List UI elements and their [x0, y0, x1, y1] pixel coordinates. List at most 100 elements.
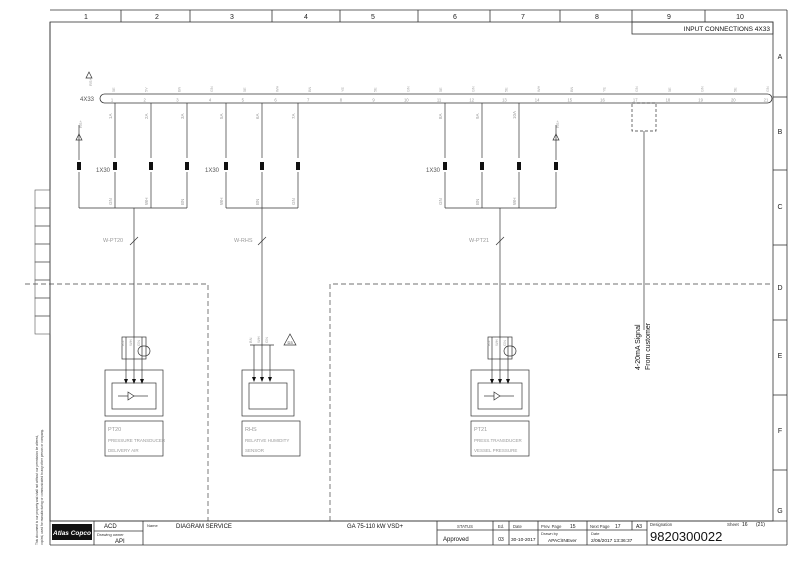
terminal-wire-ref: 5E [112, 87, 116, 92]
device-description: RELATIVE HUMIDITY [245, 438, 289, 443]
terminal-number: 16 [600, 98, 605, 103]
pin-tag: BN [255, 199, 260, 205]
sheet-number: 16 [742, 522, 748, 528]
wire-tag: 3A [180, 113, 185, 119]
paper-format: A3 [636, 524, 642, 530]
wire-tag: 1A [108, 113, 113, 119]
terminal-wire-ref: YE [603, 86, 607, 92]
wire-tag: 9A [475, 113, 480, 119]
terminal-number: 14 [535, 98, 540, 103]
column-label: 8 [595, 14, 599, 21]
edition-label: Ed. [498, 524, 504, 529]
device-pt20: BN WH GN PT20 PRESSURE TRANSDUCER DELIVE… [104, 336, 166, 457]
device-pin: BN [248, 337, 253, 343]
terminal-number: 20 [731, 98, 736, 103]
column-label: 6 [453, 14, 457, 21]
revision-tabs [34, 189, 51, 335]
terminal-number: 1 [111, 98, 114, 103]
status-value: Approved [443, 537, 469, 543]
device-description: PRESSURE TRANSDUCER [108, 438, 166, 443]
sheet-label: Sheet [727, 522, 740, 527]
left-ground-label: RS+ [78, 119, 83, 128]
column-label: 9 [667, 14, 671, 21]
row-label: D [777, 285, 782, 292]
terminal-strip-label: 4X33 [80, 97, 95, 103]
connector-1x30-pt21: 1X30 [426, 168, 441, 174]
terminal-wire-ref: GN [635, 86, 639, 92]
terminal-number: 17 [633, 98, 638, 103]
terminal-wire-ref: 5E [439, 87, 443, 92]
terminal-number: 7 [307, 98, 310, 103]
pin-tag: GN [291, 198, 296, 205]
wire-tag: 7A [291, 113, 296, 119]
wire-tags: 1A 2A 3A 5A 6A 7A 8A 9A 10A GN WH BN WH … [108, 111, 517, 205]
terminal-number: 21 [764, 98, 769, 103]
terminal-strip-4x33: 4X33 RS+ [80, 77, 773, 104]
terminal-wire-ref: 5E [504, 87, 508, 92]
terminal-wire-ref: 5E [733, 87, 737, 92]
terminal-number: 12 [469, 98, 474, 103]
title-block: Atlas Copco ACD Drawing owner API Name D… [50, 520, 787, 545]
row-label: C [777, 204, 782, 211]
terminal-wire-ref: 5E [374, 87, 378, 92]
row-label: F [778, 428, 782, 435]
device-location: SENSOR [245, 448, 265, 453]
next-page-label: Next Page [590, 524, 610, 529]
wire-tag: 10A [512, 111, 517, 119]
atlas-copco-logo: Atlas Copco [52, 524, 92, 540]
product-name: GA 75-110 kW VSD+ [347, 524, 404, 530]
signal-note-line1: 4-20mA Signal [635, 324, 642, 370]
device-pin: BN [120, 340, 125, 346]
wire-tag: 2A [144, 113, 149, 119]
pin-tag: WH [512, 198, 517, 206]
connector-1x30-rhs: 1X30 [205, 168, 220, 174]
device-tag: PT21 [474, 427, 487, 433]
terminal-wire-ref: BN [570, 86, 574, 92]
designation-label: Designation [650, 522, 673, 527]
right-ground-label: RS+ [555, 119, 560, 128]
device-pin: BN [486, 340, 491, 346]
row-label: E [778, 353, 783, 360]
terminal-number: 18 [666, 98, 671, 103]
column-labels: 1 2 3 4 5 6 7 8 9 10 [84, 14, 744, 21]
terminal-number: 11 [437, 98, 442, 103]
pin-tag: WH [144, 198, 149, 206]
terminal-number: 9 [372, 98, 375, 103]
pin-tag: WH [219, 198, 224, 206]
brand-logo: Atlas Copco [52, 530, 91, 537]
prev-page-value: 15 [570, 524, 576, 530]
branch-rhs-plugs [224, 162, 300, 170]
terminal-number: 8 [340, 98, 343, 103]
device-pin: WH [256, 336, 261, 343]
side-note-line2: copied, used for manufacturing or commun… [40, 429, 44, 545]
terminal-number: 15 [567, 98, 572, 103]
pin-tag: GN [438, 198, 443, 205]
pin-tag: GN [108, 198, 113, 205]
device-tag: PT20 [108, 427, 121, 433]
terminal-strip-ground [85, 71, 93, 79]
column-label: 1 [84, 14, 88, 21]
terminal-number: 10 [404, 98, 409, 103]
device-location: DELIVERY AIR [108, 448, 139, 453]
column-label: 7 [521, 14, 525, 21]
side-note-line1: This document is our property and shall … [35, 435, 39, 545]
terminal-number: 6 [274, 98, 277, 103]
column-label: 4 [304, 14, 308, 21]
column-dividers [120, 10, 706, 22]
drawing-owner-label: Drawing owner [97, 532, 124, 537]
drawing-owner: API [115, 539, 125, 545]
row-dividers [773, 96, 787, 471]
column-label: 5 [371, 14, 375, 21]
terminal-wire-ref: 5E [243, 87, 247, 92]
device-tag: RHS [245, 427, 257, 433]
drawing-name: DIAGRAM SERVICE [176, 524, 232, 530]
device-pin: WH [494, 339, 499, 346]
branch-pt21-plugs [443, 162, 558, 170]
edition-value: 03 [498, 537, 504, 543]
terminal-wire-ref: GN [406, 86, 410, 92]
pin-tag: BN [475, 199, 480, 205]
page-title: INPUT CONNECTIONS 4X33 [684, 26, 771, 33]
row-label: G [777, 508, 782, 515]
